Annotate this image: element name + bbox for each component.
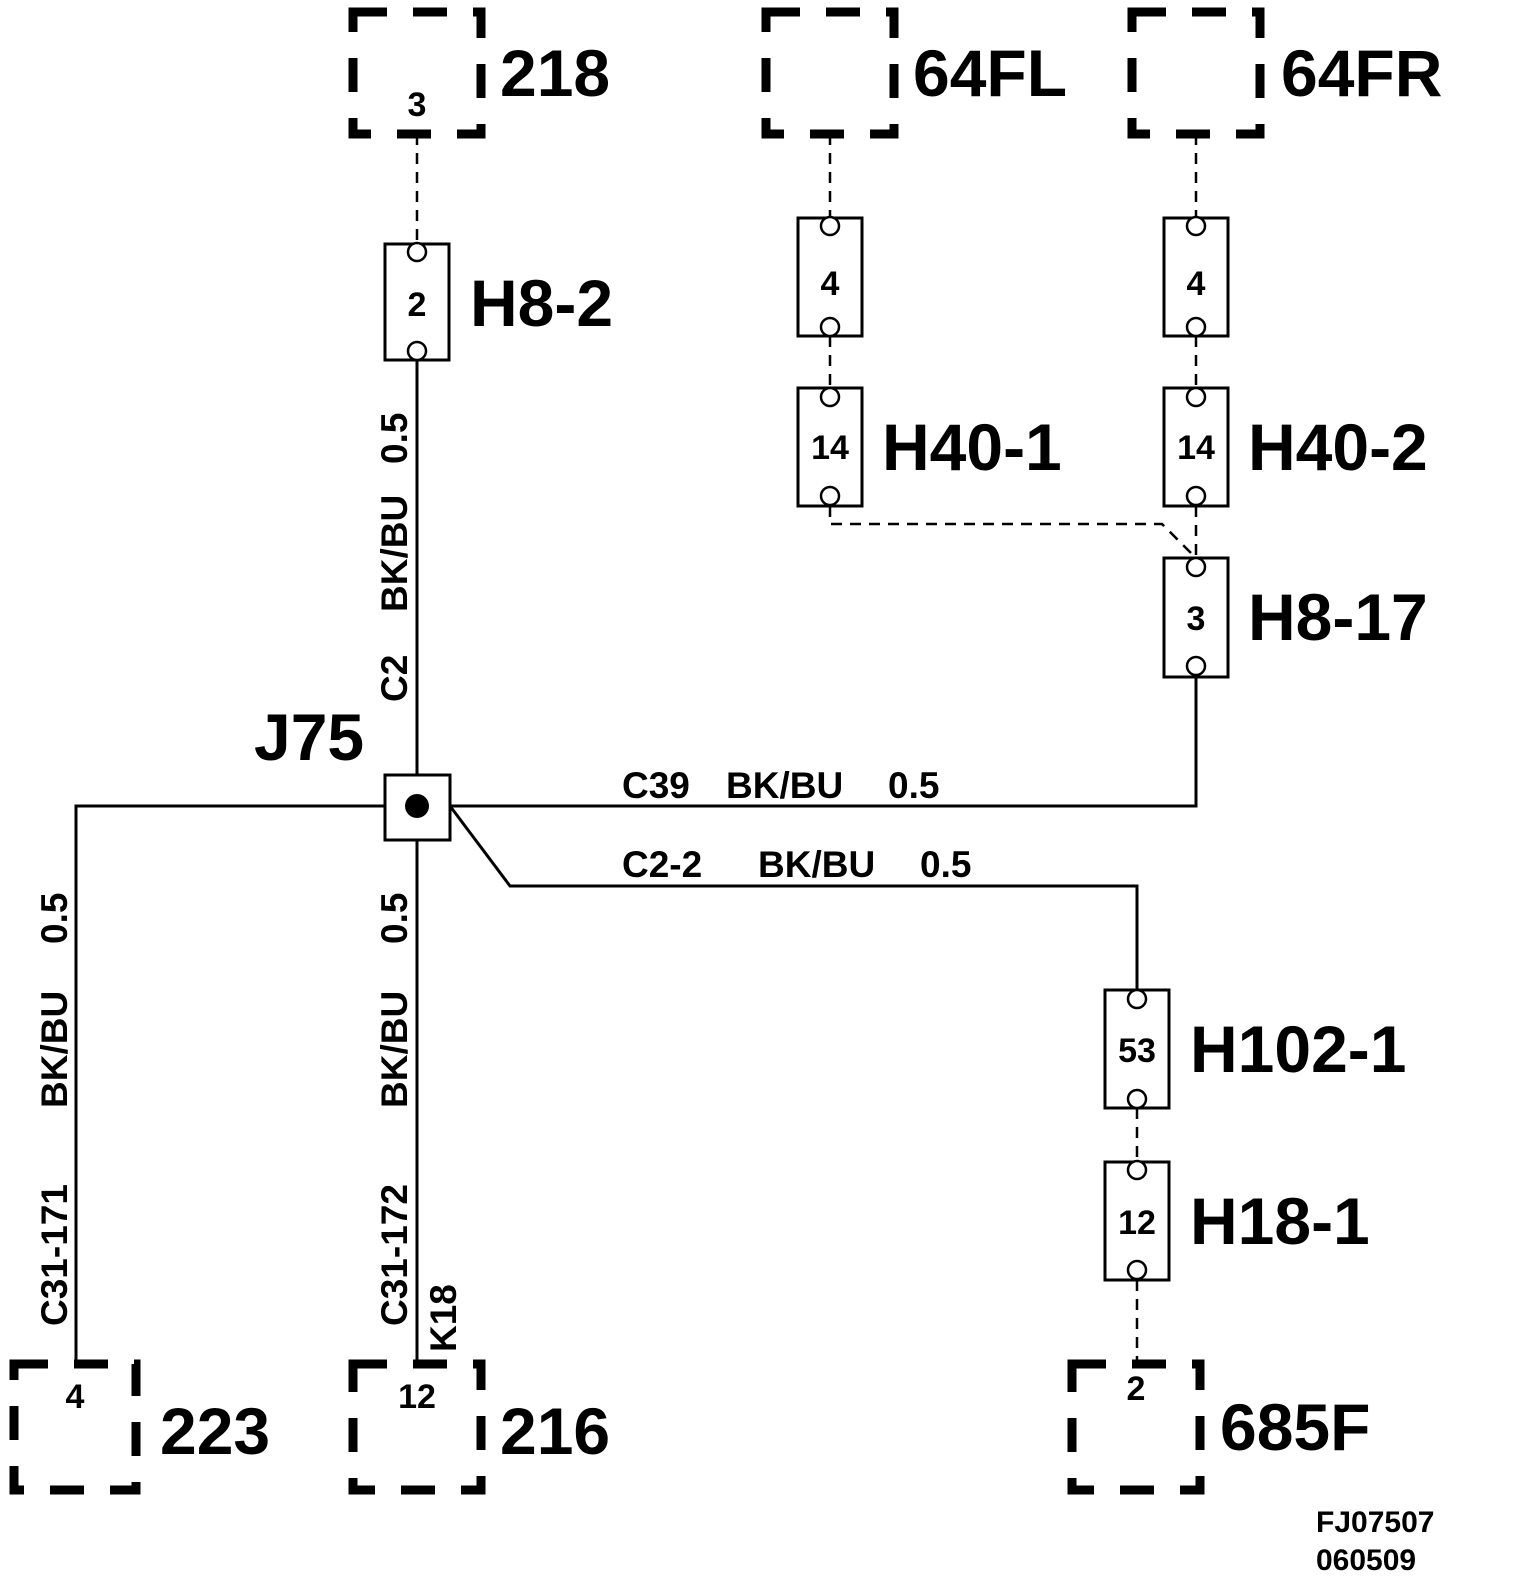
connector-h40-2: 14 H40-2 — [1162, 386, 1428, 508]
connector-h40-1: 14 H40-1 — [796, 386, 1062, 508]
splice-j75-label: J75 — [254, 700, 364, 774]
wire-c2-2-label: C2-2 BK/BU 0.5 — [622, 844, 971, 885]
wire-c31-172-extra: K18 — [423, 1284, 464, 1352]
connector-h102-1-pin: 53 — [1118, 1032, 1156, 1070]
component-223: 4 223 — [9, 1359, 270, 1495]
component-64fl: 64FL — [761, 7, 1067, 139]
wire-c2-2-color: BK/BU — [758, 844, 875, 885]
connector-h8-17-pin: 3 — [1187, 600, 1206, 638]
component-685f-pin: 2 — [1127, 1370, 1146, 1408]
wire-c31-171-color: BK/BU — [34, 991, 75, 1108]
connector-h8-2: 2 H8-2 — [383, 241, 613, 362]
connector-h40-2-top: 4 — [1162, 215, 1230, 338]
connector-h8-2-pin: 2 — [408, 286, 427, 324]
wire-c31-172-circuit: C31-172 — [374, 1184, 415, 1326]
connector-h40-1-top-pin: 4 — [821, 265, 840, 303]
connector-h40-2-top-pin: 4 — [1187, 265, 1206, 303]
dashed-connections — [415, 134, 1198, 1364]
wire-c39-label: C39 BK/BU 0.5 — [622, 765, 939, 806]
wire-c2-2-circuit: C2-2 — [622, 844, 702, 885]
wire-c31-172-color: BK/BU — [374, 991, 415, 1108]
wire-c2-size: 0.5 — [374, 413, 415, 464]
component-685f: 2 685F — [1067, 1359, 1370, 1495]
wire-c31-171-label: C31-171 BK/BU 0.5 — [34, 893, 75, 1326]
drawing-code-1: FJ07507 — [1316, 1506, 1434, 1539]
component-218-pin: 3 — [408, 86, 427, 124]
connector-h8-17: 3 H8-17 — [1162, 556, 1428, 679]
component-64fr: 64FR — [1127, 7, 1442, 139]
connector-h102-1: 53 H102-1 — [1103, 988, 1406, 1110]
connector-h18-1-pin: 12 — [1118, 1204, 1156, 1242]
splice-j75: J75 — [254, 700, 452, 842]
component-685f-label: 685F — [1220, 1390, 1370, 1464]
wire-c31-172-label: C31-172 BK/BU 0.5 K18 — [374, 893, 464, 1352]
drawing-codes: FJ07507 060509 — [1316, 1506, 1434, 1577]
component-218: 3 218 — [348, 7, 610, 139]
connector-h8-17-label: H8-17 — [1248, 580, 1428, 654]
wire-c2-circuit: C2 — [374, 655, 415, 702]
connector-h18-1: 12 H18-1 — [1103, 1159, 1370, 1282]
wire-c39-color: BK/BU — [726, 765, 843, 806]
connector-h40-1-top: 4 — [796, 215, 864, 338]
component-223-label: 223 — [160, 1394, 270, 1468]
connector-h102-1-label: H102-1 — [1190, 1012, 1406, 1086]
wire-c39-size: 0.5 — [888, 765, 939, 806]
connector-h40-1-label: H40-1 — [882, 410, 1062, 484]
component-216-pin: 12 — [398, 1378, 436, 1416]
solid-wires — [74, 360, 1198, 1364]
component-223-pin: 4 — [66, 1378, 85, 1416]
component-64fr-label: 64FR — [1281, 36, 1442, 110]
component-218-label: 218 — [500, 36, 610, 110]
drawing-code-2: 060509 — [1316, 1544, 1416, 1577]
wire-c2-2-size: 0.5 — [920, 844, 971, 885]
connector-h40-2-pin: 14 — [1177, 429, 1215, 467]
connector-h40-1-pin: 14 — [811, 429, 849, 467]
wire-c31-172-size: 0.5 — [374, 893, 415, 944]
connector-h8-2-label: H8-2 — [470, 266, 613, 340]
component-64fl-label: 64FL — [913, 36, 1067, 110]
wire-c31-171-size: 0.5 — [34, 893, 75, 944]
wire-c2-color: BK/BU — [374, 495, 415, 612]
connector-h18-1-label: H18-1 — [1190, 1184, 1370, 1258]
component-216: 12 216 — [348, 1359, 610, 1495]
component-216-label: 216 — [500, 1394, 610, 1468]
wire-c2-label: C2 BK/BU 0.5 — [374, 413, 415, 702]
connector-h40-2-label: H40-2 — [1248, 410, 1428, 484]
wire-c39-circuit: C39 — [622, 765, 690, 806]
wire-c31-171-circuit: C31-171 — [34, 1184, 75, 1326]
